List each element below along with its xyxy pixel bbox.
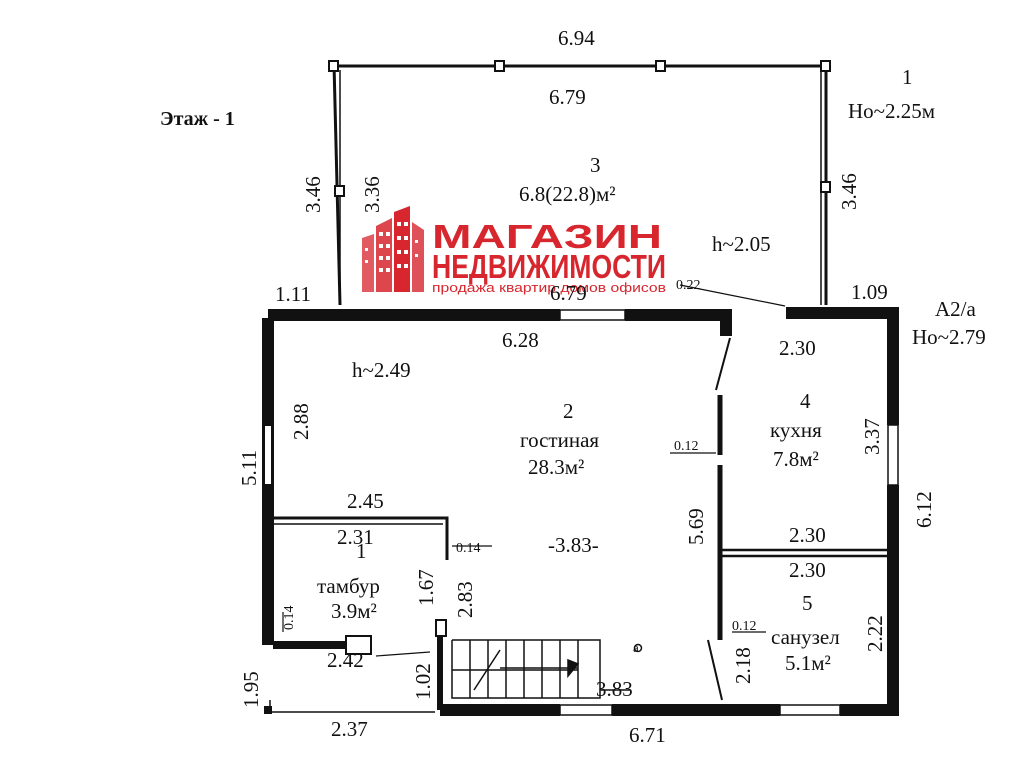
dim-6-28: 6.28 (502, 328, 539, 352)
dim-6-12: 6.12 (912, 491, 936, 528)
dim-3-46-right: 3.46 (837, 173, 861, 210)
dim-5-69: 5.69 (684, 508, 708, 545)
dim-1-11: 1.11 (275, 282, 311, 306)
building-logo-icon (362, 206, 424, 292)
floor-label: Этаж - 1 (160, 108, 235, 130)
watermark-line1: МАГАЗИН (432, 218, 662, 255)
room1-name: тамбур (317, 574, 380, 598)
room5-area: 5.1м² (785, 651, 831, 675)
dim-2-37: 2.37 (331, 717, 368, 741)
dim-0-14-vestibule: 0.14 (456, 541, 481, 556)
dim-0-12-kitchen: 0.12 (674, 439, 699, 454)
dim-0-14-vestibule-side: 0.14 (282, 606, 297, 631)
dim-2-31: 2.31 (337, 525, 374, 549)
terrace-posts (328, 60, 831, 197)
dim-1-67: 1.67 (414, 569, 438, 606)
room2-name: гостиная (520, 428, 599, 452)
dim-2-88: 2.88 (289, 403, 313, 440)
staircase (451, 639, 630, 699)
dim-2-30-kitchen-bottom: 2.30 (789, 523, 826, 547)
dim-5-11: 5.11 (237, 450, 261, 486)
dim-3-36: 3.36 (360, 176, 384, 213)
annex-number: 1 (902, 65, 913, 89)
room4-name: кухня (770, 418, 822, 442)
room2-area: 28.3м² (528, 455, 584, 479)
dim-1-95: 1.95 (239, 671, 263, 708)
window-fill (265, 312, 896, 713)
living-height: h~2.49 (352, 358, 411, 382)
dim-2-22: 2.22 (863, 615, 887, 652)
windows (262, 309, 899, 716)
room1-number: 1 (356, 539, 367, 563)
dim-2-30-bath-top: 2.30 (789, 558, 826, 582)
dimension-leaders (282, 284, 786, 657)
annex-marker-height: Но~2.79 (912, 325, 986, 349)
dim-6-71: 6.71 (629, 723, 666, 747)
room4-area: 7.8м² (773, 447, 819, 471)
dim-6-79-bottom: 6.79 (550, 281, 587, 305)
room4-number: 4 (800, 389, 811, 413)
dim-3-83: 3.83 (596, 677, 633, 701)
annex-height: Но~2.25м (848, 99, 935, 123)
door-marker (633, 643, 643, 653)
watermark-tagline: продажа квартир домов офисов (432, 280, 666, 295)
dim-0-22: 0.22 (676, 278, 701, 293)
dim-6-94: 6.94 (558, 26, 595, 50)
dim-1-09: 1.09 (851, 280, 888, 304)
room2-number: 2 (563, 399, 574, 423)
interior-walls (264, 337, 888, 714)
room3-number: 3 (590, 153, 601, 177)
room3-area: 6.8(22.8)м² (519, 182, 616, 206)
terrace-height: h~2.05 (712, 232, 771, 256)
dim-2-45: 2.45 (347, 489, 384, 513)
annex-marker: A2/а (935, 297, 977, 321)
dim-3-37: 3.37 (860, 418, 884, 455)
watermark-line2: НЕДВИЖИМОСТИ (432, 248, 666, 285)
dim-2-42: 2.42 (327, 648, 364, 672)
dim-2-18: 2.18 (731, 647, 755, 684)
dim-0-12-bath: 0.12 (732, 619, 757, 634)
room5-name: санузел (771, 625, 840, 649)
room5-number: 5 (802, 591, 813, 615)
dim-2-83: 2.83 (453, 581, 477, 618)
dim-1-02: 1.02 (411, 663, 435, 700)
door-mark-label: a (633, 640, 639, 655)
dim-6-79-top: 6.79 (549, 85, 586, 109)
room1-area: 3.9м² (331, 599, 377, 623)
watermark-logo: МАГАЗИН НЕДВИЖИМОСТИ продажа квартир дом… (362, 206, 666, 295)
dim-3-46-left: 3.46 (301, 176, 325, 213)
stair-level: -3.83- (548, 533, 599, 557)
dim-2-30-kitchen-top: 2.30 (779, 336, 816, 360)
